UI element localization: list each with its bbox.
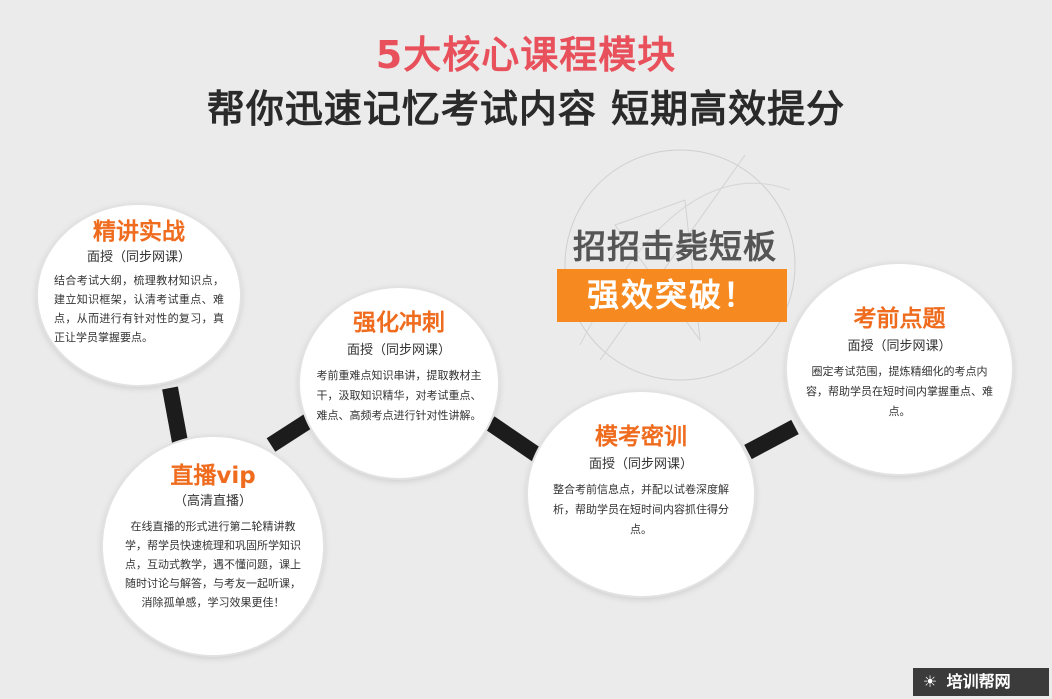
module-description: 在线直播的形式进行第二轮精讲教学，帮学员快速梳理和巩固所学知识点，互动式教学，遇…	[125, 520, 301, 609]
connector	[485, 416, 542, 462]
module-title: 模考密训	[595, 424, 687, 450]
page-title: 5大核心课程模块	[375, 33, 677, 77]
module-subtitle: 面授（同步网课）	[588, 457, 693, 472]
decorative-arc	[564, 149, 796, 381]
slogan-badge: 强效突破！	[557, 269, 787, 322]
module-title: 直播vip	[170, 463, 256, 489]
module-description: 结合考试大纲，梳理教材知识点，建立知识框架，认清考试重点、难点，从而进行有针对性…	[54, 274, 224, 344]
module-circle-mokao: 模考密训 面授（同步网课） 整合考前信息点，并配以试卷深度解析，帮助学员在短时间…	[528, 392, 754, 596]
page-subtitle: 帮你迅速记忆考试内容 短期高效提分	[206, 87, 846, 131]
module-description: 圈定考试范围，提炼精细化的考点内容，帮助学员在短时间内掌握重点、难点。	[806, 365, 993, 418]
module-subtitle: （高清直播）	[173, 494, 252, 509]
module-title: 强化冲刺	[353, 310, 445, 336]
module-circle-qianghua: 强化冲刺 面授（同步网课） 考前重难点知识串讲，提取教材主干，汲取知识精华，对考…	[300, 288, 498, 478]
sun-icon: ☀	[922, 672, 938, 691]
module-circle-zhibo-vip: 直播vip （高清直播） 在线直播的形式进行第二轮精讲教学，帮学员快速梳理和巩固…	[103, 437, 323, 655]
module-title: 精讲实战	[93, 219, 185, 245]
watermark-logo: ☀ 培训帮网	[913, 668, 1049, 696]
connector	[162, 386, 188, 444]
module-circle-jingjiang: 精讲实战 面授（同步网课） 结合考试大纲，梳理教材知识点，建立知识框架，认清考试…	[38, 205, 240, 385]
module-description: 考前重难点知识串讲，提取教材主干，汲取知识精华，对考试重点、难点、高频考点进行针…	[316, 369, 482, 422]
module-subtitle: 面授（同步网课）	[86, 250, 191, 265]
connector	[744, 419, 799, 460]
module-subtitle: 面授（同步网课）	[847, 339, 952, 354]
module-circle-kaoqian: 考前点题 面授（同步网课） 圈定考试范围，提炼精细化的考点内容，帮助学员在短时间…	[787, 264, 1012, 474]
decorative-line	[599, 154, 746, 361]
module-title: 考前点题	[853, 306, 946, 332]
module-description: 整合考前信息点，并配以试卷深度解析，帮助学员在短时间内容抓住得分点。	[553, 483, 729, 536]
watermark-text: 培训帮网	[946, 672, 1011, 691]
module-subtitle: 面授（同步网课）	[346, 343, 451, 358]
slogan-line1: 招招击毙短板	[573, 227, 777, 266]
